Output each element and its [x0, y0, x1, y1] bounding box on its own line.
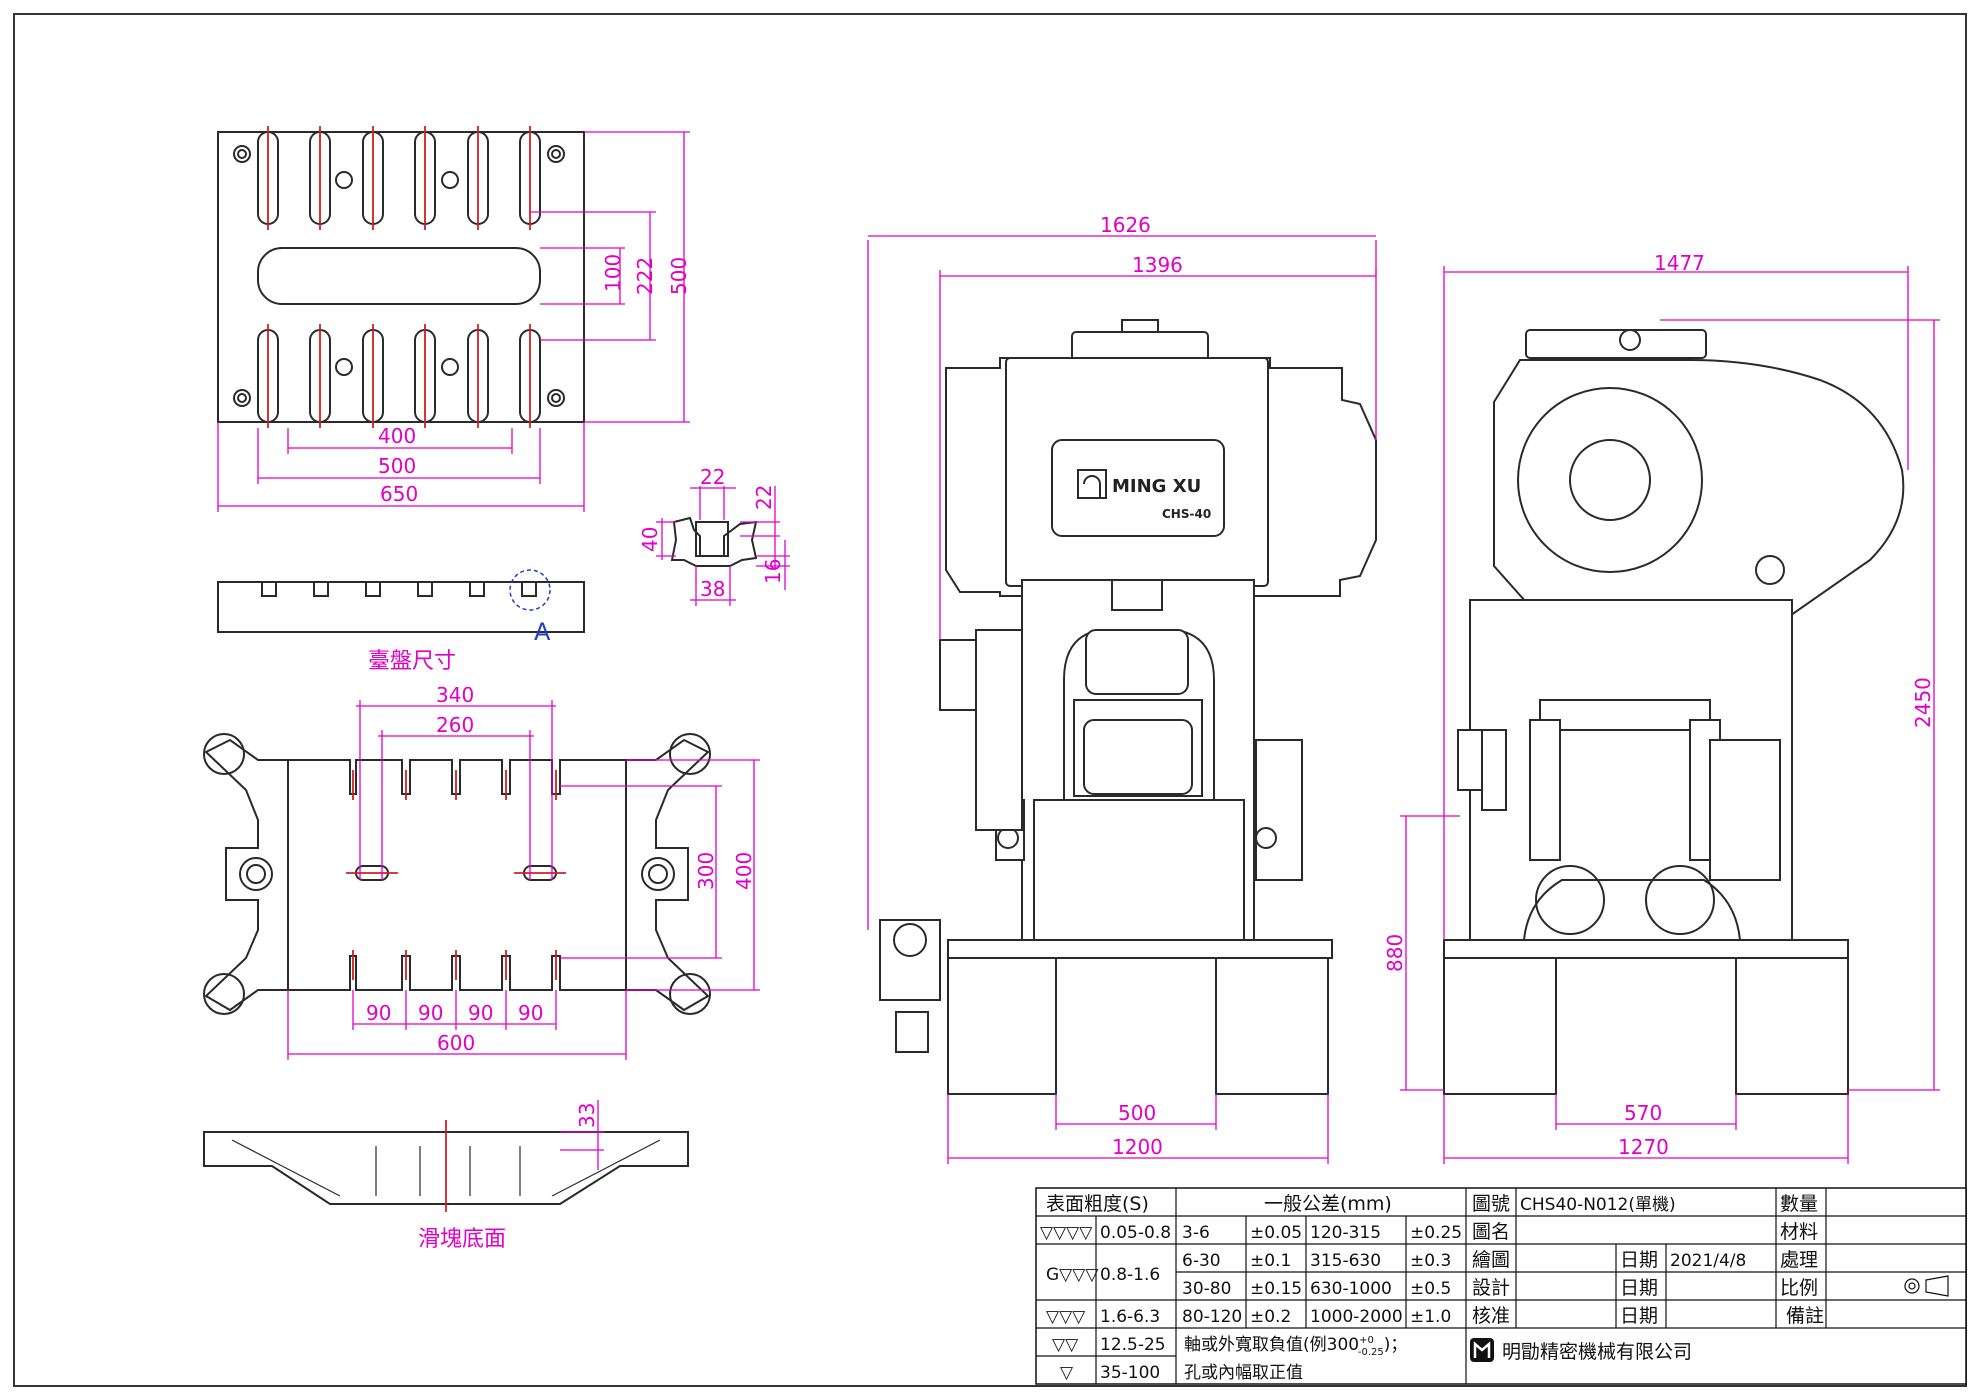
tb-rough-val-5: 35-100 [1100, 1363, 1160, 1383]
tb-quantity-label: 數量 [1780, 1193, 1818, 1215]
slide-bottom-view: 340 260 300 400 90 90 90 90 600 [203, 683, 760, 1060]
press-front-view: MING XU CHS-40 [867, 213, 1377, 1164]
dim-front-overall: 1626 [1100, 213, 1151, 237]
tb-date-label-3: 日期 [1620, 1305, 1658, 1327]
dim-side-overall: 1477 [1654, 251, 1705, 275]
title-block: 表面粗度(S) 一般公差(mm) ▽▽▽▽ 0.05-0.8 G▽▽▽ 0.8-… [1035, 1187, 1967, 1385]
dim-slide-pitch-2: 90 [418, 1001, 443, 1025]
tb-designed-label: 設計 [1472, 1277, 1510, 1299]
tb-date-label-2: 日期 [1620, 1277, 1658, 1299]
tb-treatment-label: 處理 [1780, 1249, 1818, 1271]
dim-bolster-100: 100 [601, 254, 625, 292]
dim-side-height: 2450 [1911, 677, 1935, 728]
company-logo-icon [1470, 1338, 1494, 1362]
dim-tslot-bottom-w: 38 [700, 577, 725, 601]
tb-tol-r1-range2: 120-315 [1310, 1223, 1381, 1243]
slide-caption: 滑塊底面 [418, 1227, 506, 1252]
dim-side-feet: 570 [1624, 1101, 1662, 1125]
tb-rough-sym-5: ▽ [1060, 1363, 1074, 1383]
dim-side-base: 1270 [1618, 1135, 1669, 1159]
tb-rough-val-1: 0.05-0.8 [1100, 1223, 1171, 1243]
dim-slide-pitch-4: 90 [518, 1001, 543, 1025]
detail-a-label: A [534, 618, 551, 646]
dim-slide-300: 300 [694, 852, 718, 890]
tb-tol-r3-range2: 630-1000 [1310, 1279, 1392, 1299]
dim-bolster-222: 222 [633, 257, 657, 295]
tb-note-1: 軸或外寬取負值(例300+0-0.25)； [1184, 1335, 1407, 1358]
dim-slide-340: 340 [436, 683, 474, 707]
dim-slide-600: 600 [437, 1031, 475, 1055]
tb-drawing-no-label: 圖號 [1472, 1193, 1510, 1215]
tb-roughness-header: 表面粗度(S) [1046, 1193, 1149, 1215]
dim-bolster-slot-span: 400 [378, 424, 416, 448]
dim-bolster-inner: 500 [378, 454, 416, 478]
tb-rough-sym-4: ▽▽ [1052, 1335, 1079, 1355]
tb-tol-r4-range2: 1000-2000 [1310, 1307, 1403, 1327]
tb-tol-r3-tol1: ±0.15 [1250, 1279, 1302, 1299]
bolster-top-view: 400 500 650 100 222 500 [217, 126, 691, 512]
tb-scale-label: 比例 [1780, 1277, 1818, 1299]
tb-rough-sym-1: ▽▽▽▽ [1040, 1223, 1093, 1243]
slide-side-view: 33 滑塊底面 [203, 1100, 689, 1252]
nameplate-brand: MING XU [1112, 476, 1201, 497]
dim-slide-33: 33 [575, 1103, 599, 1128]
dim-slide-pitch-1: 90 [366, 1001, 391, 1025]
tb-date-label-1: 日期 [1620, 1249, 1658, 1271]
dim-tslot-top: 22 [700, 465, 725, 489]
bolster-side-view: A 臺盤尺寸 [217, 569, 585, 674]
dim-bolster-500: 500 [667, 257, 691, 295]
press-side-view: 1477 2450 880 570 1270 [1383, 251, 1940, 1164]
tb-rough-val-4: 12.5-25 [1100, 1335, 1166, 1355]
tb-date: 2021/4/8 [1670, 1251, 1746, 1271]
tb-tol-r4-tol2: ±1.0 [1410, 1307, 1451, 1327]
dim-tslot-right: 22 [752, 485, 776, 510]
dim-bolster-width: 650 [380, 482, 418, 506]
tb-company: 明勖精密機械有限公司 [1502, 1341, 1692, 1363]
tb-tol-r1-tol2: ±0.25 [1410, 1223, 1462, 1243]
dim-slide-260: 260 [436, 713, 474, 737]
nameplate [1051, 439, 1225, 537]
tb-tol-r3-range1: 30-80 [1182, 1279, 1231, 1299]
tb-tol-r2-range2: 315-630 [1310, 1251, 1381, 1271]
tb-tol-r2-range1: 6-30 [1182, 1251, 1221, 1271]
tb-tol-r1-range1: 3-6 [1182, 1223, 1210, 1243]
sheet-border [13, 13, 1967, 1387]
tb-tol-r4-tol1: ±0.2 [1250, 1307, 1291, 1327]
tb-tol-r4-range1: 80-120 [1182, 1307, 1242, 1327]
tb-tol-r2-tol2: ±0.3 [1410, 1251, 1451, 1271]
dim-front-body: 1396 [1132, 253, 1183, 277]
tb-rough-val-2: 0.8-1.6 [1100, 1265, 1160, 1285]
tb-drawing-name-label: 圖名 [1472, 1221, 1510, 1243]
tb-approved-label: 核准 [1472, 1305, 1510, 1327]
tslot-detail: 22 22 40 16 38 [638, 465, 790, 606]
tb-drawing-no: CHS40-N012(單機) [1520, 1195, 1676, 1215]
dim-slide-pitch-3: 90 [468, 1001, 493, 1025]
tb-remark-label: 備註 [1786, 1305, 1824, 1327]
tb-rough-sym-3: ▽▽▽ [1046, 1307, 1086, 1327]
dim-tslot-bottom-h: 16 [761, 559, 785, 584]
bolster-caption: 臺盤尺寸 [368, 649, 456, 674]
dim-slide-400: 400 [732, 852, 756, 890]
dim-front-feet: 500 [1118, 1101, 1156, 1125]
tb-tol-r1-tol1: ±0.05 [1250, 1223, 1302, 1243]
tb-drafted-label: 繪圖 [1472, 1249, 1510, 1271]
tb-material-label: 材料 [1780, 1221, 1818, 1243]
projection-symbol-icon [1904, 1275, 1949, 1297]
nameplate-model: CHS-40 [1162, 507, 1211, 521]
tb-tolerance-header: 一般公差(mm) [1264, 1193, 1392, 1215]
tb-rough-sym-2: G▽▽▽ [1046, 1265, 1099, 1285]
detail-a-marker [509, 569, 551, 611]
tb-note-2: 孔或內幅取正值 [1184, 1363, 1303, 1383]
tb-rough-val-3: 1.6-6.3 [1100, 1307, 1160, 1327]
dim-front-base: 1200 [1112, 1135, 1163, 1159]
tb-tol-r2-tol1: ±0.1 [1250, 1251, 1291, 1271]
dim-tslot-left: 40 [638, 527, 662, 552]
dim-side-bed-height: 880 [1383, 934, 1407, 972]
tb-tol-r3-tol2: ±0.5 [1410, 1279, 1451, 1299]
